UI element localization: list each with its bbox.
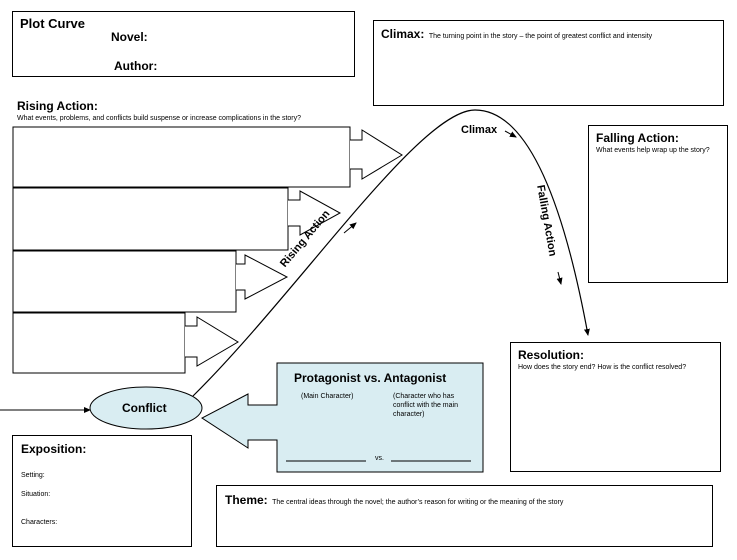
falling-action-title: Falling Action: xyxy=(596,131,679,145)
resolution-prompt: How does the story end? How is the confl… xyxy=(518,364,687,371)
theme-description: The central ideas through the novel; the… xyxy=(272,499,564,506)
curve-label-climax: Climax xyxy=(461,124,498,136)
page-title: Plot Curve xyxy=(20,16,86,31)
climax-box[interactable]: Climax: The turning point in the story –… xyxy=(373,20,724,106)
resolution-title: Resolution: xyxy=(518,348,584,362)
situation-label: Situation: xyxy=(21,491,51,498)
rising-event-box-2[interactable] xyxy=(12,187,289,251)
rising-event-box-1[interactable] xyxy=(12,126,351,188)
rising-arrow-2 xyxy=(288,190,342,236)
rising-action-arrow xyxy=(343,222,357,234)
protagonist-antagonist-shape xyxy=(201,362,484,473)
antagonist-note: (Character who has conflict with the mai… xyxy=(393,393,458,418)
falling-action-arrow xyxy=(556,271,563,285)
characters-label: Characters: xyxy=(21,519,58,526)
versus-label: vs. xyxy=(375,455,384,462)
protagonist-antagonist-title: Protagonist vs. Antagonist xyxy=(294,371,447,385)
theme-box[interactable]: Theme: The central ideas through the nov… xyxy=(216,485,713,547)
exposition-title: Exposition: xyxy=(21,442,87,456)
rising-arrow-3 xyxy=(236,254,289,300)
falling-action-prompt: What events help wrap up the story? xyxy=(596,147,710,154)
rising-event-box-3[interactable] xyxy=(12,250,237,313)
climax-title: Climax: xyxy=(381,27,425,41)
rising-arrow-1 xyxy=(350,129,403,180)
conflict-ellipse[interactable] xyxy=(89,386,203,430)
protagonist-note: (Main Character) xyxy=(301,393,354,400)
plot-curve xyxy=(192,109,590,397)
climax-arrow xyxy=(504,130,517,138)
falling-action-box[interactable]: Falling Action: What events help wrap up… xyxy=(588,125,728,283)
rising-action-prompt: What events, problems, and conflicts bui… xyxy=(17,115,302,122)
setting-label: Setting: xyxy=(21,472,45,479)
header-box: Plot Curve Novel: Author: xyxy=(12,11,355,77)
exposition-box[interactable]: Exposition: Setting: Situation: Characte… xyxy=(12,435,192,547)
rising-arrow-4 xyxy=(185,316,239,367)
rising-action-title: Rising Action: xyxy=(17,99,98,113)
rising-event-box-4[interactable] xyxy=(12,312,186,374)
novel-label: Novel: xyxy=(111,30,148,44)
conflict-label: Conflict xyxy=(122,401,167,415)
climax-description: The turning point in the story – the poi… xyxy=(428,33,653,40)
resolution-box[interactable]: Resolution: How does the story end? How … xyxy=(510,342,721,472)
author-label: Author: xyxy=(114,59,158,73)
theme-title: Theme: xyxy=(225,493,268,507)
